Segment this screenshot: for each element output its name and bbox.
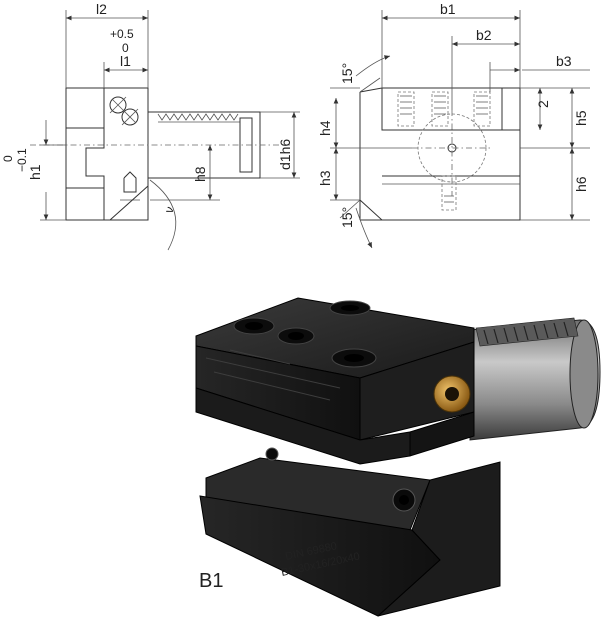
socket-screw-icon [277,327,315,345]
dim-h3: h3 [317,170,333,186]
svg-text:ν: ν [162,205,177,215]
socket-screw-icon [233,317,275,335]
base-side-face [377,461,501,617]
base-slot-face [205,457,431,531]
angle-arc [149,179,177,251]
dim-h8: h8 [192,166,208,182]
dim-h1-tol-upper: 0 [1,155,15,162]
dim-h1: h1 [27,164,43,180]
dim-d1h6: d1h6 [277,139,293,170]
dim-b1: b1 [440,1,456,17]
variant-label: B1 [199,570,224,592]
dim-tol-zero: 0 [122,41,129,55]
dim-l2: l2 [96,1,107,17]
dim-h4: h4 [317,120,333,136]
dim-tol-upper: +0.5 [110,27,134,41]
screw-symbol-icon [109,96,127,114]
side-view-drawing: ν l2 +0.5 0 l1 h1 0 −0.1 h8 d1h6 [1,1,300,251]
socket-screw-icon [331,348,377,368]
tool-holder-render: DIN 69880 B1-30x16/20x40 [195,297,601,617]
dim-h1-tol-lower: −0.1 [15,148,29,172]
side-step-profile [66,127,105,189]
shank-cylinder [469,317,601,441]
dim-h6: h6 [573,176,589,192]
dim-angle-bottom: 15° [339,207,355,228]
threaded-hole-icon [392,488,416,512]
dim-b3: b3 [556,53,572,69]
dim-h5: h5 [573,110,589,126]
screw-symbol-icon [121,108,139,126]
coolant-fitting-icon [433,375,471,413]
front-clamp-outline [381,87,503,131]
dim-b2: b2 [476,27,492,43]
dim-angle-top: 15° [339,63,355,84]
dim-l1: l1 [120,53,131,69]
socket-screw-icon [329,300,371,316]
serration-teeth [157,113,239,121]
front-view-drawing: b1 b2 b3 h4 h3 15° 15° 2 h5 h6 [317,1,590,249]
dim-two: 2 [535,100,551,108]
